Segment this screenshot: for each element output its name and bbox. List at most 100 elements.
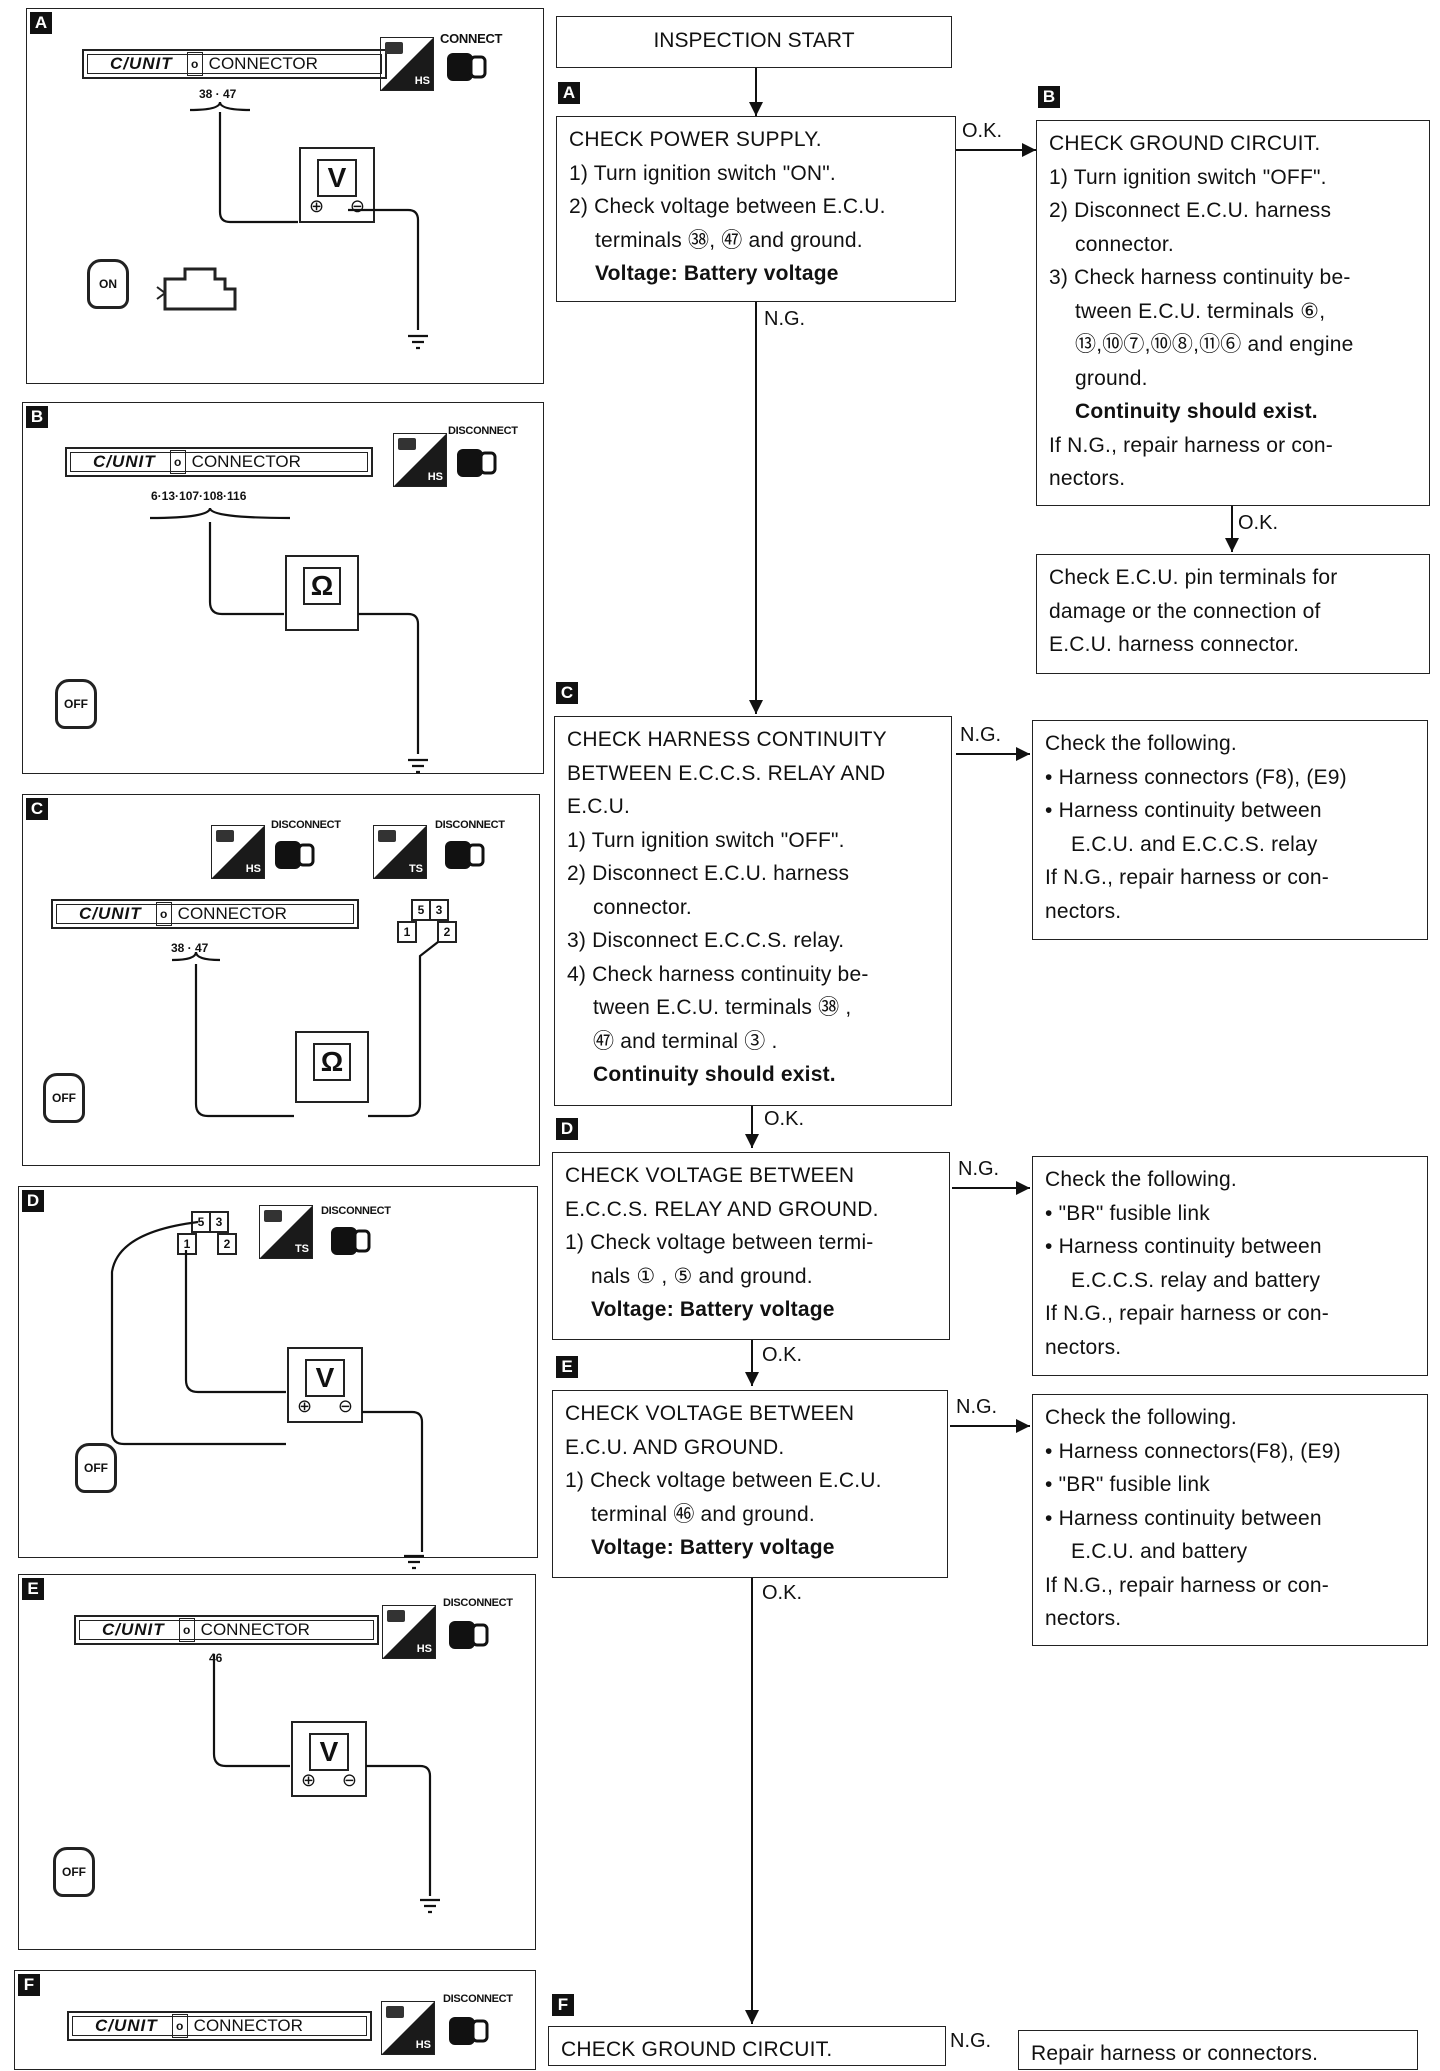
ignition-key-icon: OFF xyxy=(75,1443,117,1493)
panel-step-label: C xyxy=(26,798,48,820)
meter-symbol: V xyxy=(317,159,357,197)
step-d-spec: Voltage: Battery voltage xyxy=(591,1298,835,1321)
step-b-box: CHECK GROUND CIRCUIT. 1) Turn ignition s… xyxy=(1036,120,1430,506)
ignition-key-icon: OFF xyxy=(55,679,97,729)
connector-label: CONNECTOR xyxy=(208,54,318,73)
voltmeter: V ⊕ ⊖ xyxy=(291,1721,367,1797)
cunit-label: C/UNIT xyxy=(93,452,156,471)
panel-step-label: D xyxy=(22,1190,44,1212)
ignition-key-icon: ON xyxy=(87,259,129,309)
relay-connector: 5 3 1 2 xyxy=(397,899,457,943)
terminal-numbers: 38 · 47 xyxy=(199,87,237,101)
terminal-numbers: 38 · 47 xyxy=(171,941,209,955)
ng-label-a: N.G. xyxy=(764,308,806,330)
ok-label-e: O.K. xyxy=(762,1582,803,1604)
connector-pin-mark: o xyxy=(178,1618,195,1642)
ok-label-c: O.K. xyxy=(764,1108,805,1130)
ok-label-b: O.K. xyxy=(1238,512,1279,534)
step-b-spec: Continuity should exist. xyxy=(1075,400,1318,423)
step-f-box: CHECK GROUND CIRCUIT. xyxy=(548,2026,946,2066)
ng-label-f: N.G. xyxy=(950,2030,992,2052)
meter-symbol: Ω xyxy=(313,1043,351,1081)
step-a-box: CHECK POWER SUPPLY. 1) Turn ignition swi… xyxy=(556,116,956,302)
step-e-title: CHECK VOLTAGE BETWEEN xyxy=(565,1402,855,1425)
ok-label-d: O.K. xyxy=(762,1344,803,1366)
connector-plug-icon xyxy=(447,53,487,81)
step-e-marker: E xyxy=(556,1356,578,1378)
step-d-marker: D xyxy=(556,1118,578,1140)
ignition-key-icon: OFF xyxy=(53,1847,95,1897)
step-a-title: CHECK POWER SUPPLY. xyxy=(569,128,822,151)
action-label: CONNECT xyxy=(440,31,503,46)
harness-switch-icon: HS xyxy=(380,37,434,91)
action-label: DISCONNECT xyxy=(321,1205,391,1217)
connector-label: CONNECTOR xyxy=(200,1620,310,1639)
step-b-title: CHECK GROUND CIRCUIT. xyxy=(1049,132,1321,155)
meter-plus-terminal: ⊕ xyxy=(297,1396,313,1416)
step-a-spec: Voltage: Battery voltage xyxy=(595,262,839,285)
cunit-connector: C/UNIT o CONNECTOR xyxy=(65,447,373,477)
harness-switch-icon: HS xyxy=(393,433,447,487)
b-ok-result-box: Check E.C.U. pin terminals for damage or… xyxy=(1036,554,1430,674)
panel-step-label: F xyxy=(18,1974,40,1996)
panel-step-label: A xyxy=(30,12,52,34)
action-label: DISCONNECT xyxy=(448,425,518,437)
ng-label-c: N.G. xyxy=(960,724,1002,746)
relay-plug-icon xyxy=(445,841,485,869)
f-ng-result-box: Repair harness or connectors. xyxy=(1018,2030,1418,2070)
meter-symbol: V xyxy=(305,1359,345,1397)
ohmmeter: Ω xyxy=(285,555,359,631)
d-ng-result-box: Check the following. • "BR" fusible link… xyxy=(1032,1156,1428,1376)
terminal-numbers: 46 xyxy=(209,1651,223,1665)
c-ng-result-box: Check the following. • Harness connector… xyxy=(1032,720,1428,940)
step-f-marker: F xyxy=(552,1994,574,2016)
meter-symbol: V xyxy=(309,1733,349,1771)
meter-plus-terminal: ⊕ xyxy=(301,1770,317,1790)
panel-d: D 5 3 1 2 TS DISCONNECT V ⊕ ⊖ OFF xyxy=(18,1186,538,1558)
meter-minus-terminal: ⊖ xyxy=(341,1770,357,1790)
connector-plug-icon xyxy=(275,841,315,869)
connector-plug-icon xyxy=(457,449,497,477)
voltmeter: V ⊕ ⊖ xyxy=(299,147,375,223)
relay-switch-icon: TS xyxy=(373,825,427,879)
meter-minus-terminal: ⊖ xyxy=(337,1396,353,1416)
step-e-spec: Voltage: Battery voltage xyxy=(591,1536,835,1559)
step-c-marker: C xyxy=(556,682,578,704)
cunit-label: C/UNIT xyxy=(102,1620,165,1639)
panel-step-label: B xyxy=(26,406,48,428)
step-a-marker: A xyxy=(558,82,580,104)
step-d-box: CHECK VOLTAGE BETWEEN E.C.C.S. RELAY AND… xyxy=(552,1152,950,1340)
connector-label: CONNECTOR xyxy=(193,2016,303,2035)
ok-label-a: O.K. xyxy=(962,120,1003,142)
harness-switch-icon: HS xyxy=(381,2001,435,2055)
connector-pin-mark: o xyxy=(169,450,186,474)
connector-pin-mark: o xyxy=(171,2014,188,2038)
step-d-title: CHECK VOLTAGE BETWEEN xyxy=(565,1164,855,1187)
connector-label: CONNECTOR xyxy=(177,904,287,923)
step-c-box: CHECK HARNESS CONTINUITY BETWEEN E.C.C.S… xyxy=(554,716,952,1106)
action-label: DISCONNECT xyxy=(271,819,341,831)
voltmeter: V ⊕ ⊖ xyxy=(287,1347,363,1423)
harness-switch-icon: HS xyxy=(382,1605,436,1659)
meter-plus-terminal: ⊕ xyxy=(309,196,325,216)
ng-label-e: N.G. xyxy=(956,1396,998,1418)
action-label-2: DISCONNECT xyxy=(435,819,505,831)
panel-step-label: E xyxy=(22,1578,44,1600)
step-c-title: CHECK HARNESS CONTINUITY xyxy=(567,728,887,751)
e-ng-result-box: Check the following. • Harness connector… xyxy=(1032,1394,1428,1646)
connector-label: CONNECTOR xyxy=(191,452,301,471)
step-c-spec: Continuity should exist. xyxy=(593,1063,836,1086)
step-e-box: CHECK VOLTAGE BETWEEN E.C.U. AND GROUND.… xyxy=(552,1390,948,1578)
terminal-numbers: 6·13·107·108·116 xyxy=(151,489,247,503)
panel-b: B C/UNIT o CONNECTOR 6·13·107·108·116 HS D… xyxy=(22,402,544,774)
cunit-label: C/UNIT xyxy=(79,904,142,923)
inspection-start-label: INSPECTION START xyxy=(653,29,855,52)
ohmmeter: Ω xyxy=(295,1031,369,1103)
inspection-start-box: INSPECTION START xyxy=(556,16,952,68)
cunit-connector: C/UNIT o CONNECTOR xyxy=(67,2011,372,2041)
cunit-label: C/UNIT xyxy=(95,2016,158,2035)
